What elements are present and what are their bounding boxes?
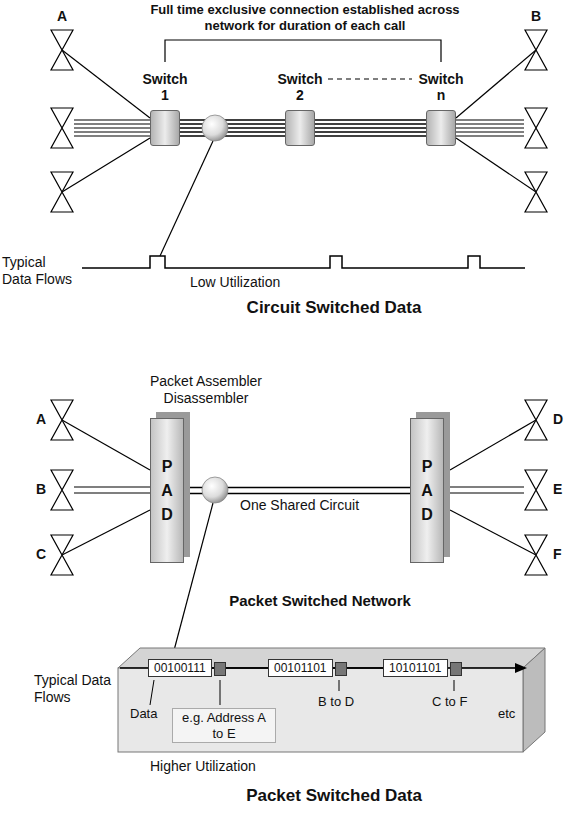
- note-label: etc: [498, 706, 515, 722]
- phone-symbol: [525, 400, 547, 440]
- terminal-letter: D: [553, 411, 563, 428]
- terminal-letter: B: [36, 481, 46, 498]
- data-packet: 10101101: [383, 659, 448, 677]
- switch-box: Switch 1: [150, 110, 180, 146]
- callout-label: C to F: [432, 694, 467, 710]
- connector-line: [180, 135, 285, 136]
- inset-front-face: [118, 668, 523, 752]
- trunk-lines: [74, 120, 150, 136]
- leader-line: [220, 680, 221, 705]
- node-text: Data: [130, 706, 157, 721]
- callout-label: B to D: [318, 694, 354, 710]
- phone-symbol: [51, 470, 73, 510]
- leader-line: [339, 680, 340, 691]
- phone-symbol: [525, 172, 547, 212]
- switch-box: Switch 2: [285, 110, 315, 146]
- phone-line: [62, 138, 150, 192]
- flow-arrowhead: [515, 663, 527, 673]
- dashed-link: [328, 78, 412, 79]
- magnifier-sphere: [202, 477, 228, 503]
- phone-symbol: [525, 535, 547, 575]
- section-caption: Circuit Switched Data: [184, 298, 484, 318]
- phone-symbol: [525, 108, 547, 148]
- phone-symbol: [51, 30, 73, 70]
- phone-line: [456, 50, 536, 118]
- leader-line: [160, 141, 213, 256]
- data-flow-box: Data 00100111 00101101 10101101: [118, 648, 523, 752]
- phone-line: [74, 487, 150, 493]
- terminal-letter: A: [57, 8, 67, 25]
- connector-line: [315, 119, 426, 120]
- packet-bits: 00101101: [274, 660, 327, 676]
- connector-line: [315, 135, 426, 136]
- pad-box: P A D: [410, 418, 444, 563]
- heading-note: Full time exclusive connection establish…: [135, 2, 475, 33]
- connector: [180, 120, 285, 136]
- leader-line: [150, 680, 154, 705]
- connector-line: [315, 123, 426, 124]
- connector: [315, 120, 426, 136]
- terminal-letter: E: [553, 481, 562, 498]
- note-label: Higher Utilization: [150, 758, 256, 775]
- waveform: [82, 256, 525, 268]
- leader-line: [454, 680, 455, 691]
- connector-line: [180, 131, 285, 132]
- data-packet: 00100111: [148, 659, 212, 677]
- section-caption: Packet Switched Data: [184, 786, 484, 806]
- phone-symbol: [51, 108, 73, 148]
- connector-label: One Shared Circuit: [240, 497, 359, 514]
- phone-line: [450, 510, 536, 555]
- pad-box: Packet Assembler DisassemblerP A D: [150, 418, 184, 563]
- note-label: Low Utilization: [190, 274, 280, 291]
- terminal-letter: B: [531, 8, 541, 25]
- bracket: [165, 40, 441, 62]
- connector-line: [315, 131, 426, 132]
- phone-line: [450, 420, 536, 470]
- connector-line: [180, 119, 285, 120]
- trunk-lines: [456, 120, 524, 136]
- phone-symbol: [525, 470, 547, 510]
- packet-bits: 00100111: [154, 660, 206, 676]
- phone-line: [450, 487, 524, 493]
- phone-symbol: [51, 172, 73, 212]
- node-heading: Switch n: [418, 71, 463, 103]
- node-text: P A D: [161, 455, 173, 527]
- switch-box: Switch n: [426, 110, 456, 146]
- callout-label: e.g. Address A to E: [172, 708, 276, 743]
- phone-symbol: [51, 535, 73, 575]
- phone-line: [62, 420, 150, 470]
- data-packet: 00101101: [268, 659, 333, 677]
- terminal-letter: A: [36, 411, 46, 428]
- connector-line: [180, 127, 285, 128]
- node-heading: Packet Assembler Disassembler: [136, 373, 276, 407]
- connector-line: [180, 123, 285, 124]
- connector-line: [315, 127, 426, 128]
- side-label: Typical Data Flows: [2, 254, 78, 288]
- phone-line: [456, 138, 536, 192]
- network-caption: Packet Switched Network: [200, 592, 440, 610]
- node-heading: Switch 2: [277, 71, 322, 103]
- phone-line: [62, 510, 150, 555]
- phone-line: [62, 50, 150, 118]
- node-heading: Switch 1: [142, 71, 187, 103]
- phone-symbol: [51, 400, 73, 440]
- node-text: P A D: [421, 455, 433, 527]
- phone-symbol: [525, 30, 547, 70]
- inset-side-face: [523, 648, 545, 752]
- packet-bits: 10101101: [389, 660, 442, 676]
- magnifier-sphere: [202, 115, 228, 141]
- side-label: Typical Data Flows: [34, 672, 116, 706]
- terminal-letter: F: [553, 546, 562, 563]
- terminal-letter: C: [36, 546, 46, 563]
